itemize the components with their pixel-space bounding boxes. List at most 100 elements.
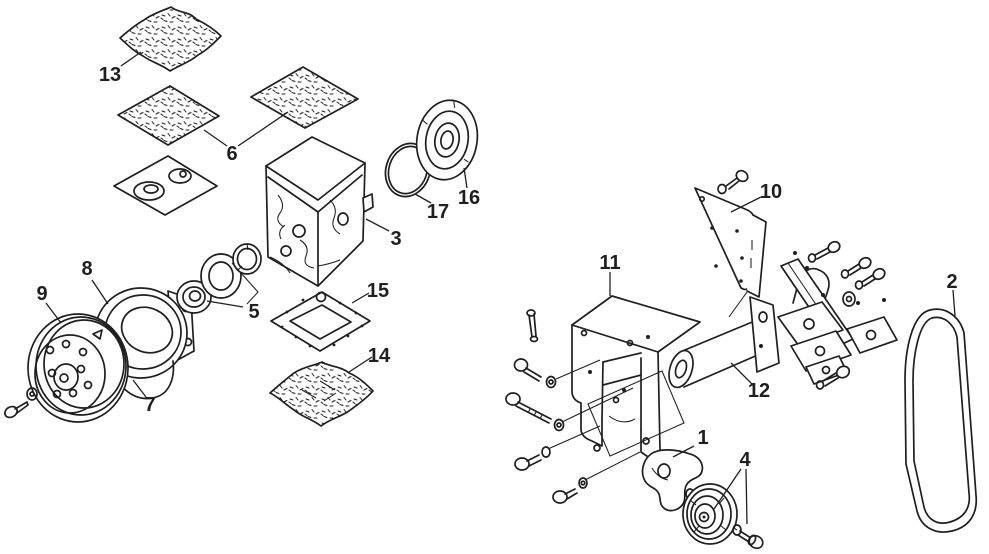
callout-15: 15 [367,280,389,302]
head-plate [113,155,218,216]
pulley-hole-5 [76,364,86,374]
body-mount-ear [362,193,374,213]
bracket10-bolt [717,169,749,195]
head-bore-large [133,181,165,201]
leader-6b [237,111,289,147]
pulley-hole-8 [83,380,93,390]
bracket11-left-face [571,324,603,447]
gasket-upper [117,85,220,146]
part-3-compressor-body [265,136,374,287]
frame-inner [289,304,352,340]
callout-7: 7 [144,394,155,416]
bracket10-face [694,187,756,291]
head-bore-small-inner [179,170,187,178]
leader-1 [672,445,695,458]
head-bore-large-inner [143,184,159,194]
body-port-1 [292,224,306,238]
tube-top-line [679,319,758,353]
bracket11-dot-2 [622,388,626,392]
align-diamond [587,370,685,457]
callout-3: 3 [390,228,401,250]
part-12-spacer-tube [668,296,780,389]
idler-bracket-hole-1 [657,463,671,479]
bracket11-cut-edge-1 [602,374,642,386]
loose-washer [842,291,856,307]
part-16-clutch-coil [415,99,479,181]
leader-8 [91,279,109,305]
leader-7 [132,379,147,398]
body-casting-line-3 [329,199,341,235]
idler-bracket-detail [651,467,669,481]
part-9-clutch-pulley [27,313,129,423]
ring1-bore [188,290,202,302]
washer-outer [26,387,38,401]
tube-end-dot [759,344,763,348]
housing-bore [120,306,174,354]
cover-plate [119,6,222,72]
align-line-1 [561,387,634,423]
bolt-a [513,358,557,389]
bracket10-fold-dashes [750,240,753,268]
bracket-fasteners [505,309,685,504]
coil-tab-3 [463,158,469,163]
leader-3 [365,218,390,232]
head-bore-small [168,168,192,184]
bracket10-hole [698,195,706,203]
tube-bottom-line [683,353,761,388]
coil-tab-2 [422,120,428,125]
mid-plate-hole [803,318,815,330]
tube-left-bore [674,359,688,379]
loose-washer-inner [845,295,853,303]
bracket11-dot-3 [646,335,650,339]
o-ring-inner [387,145,429,195]
ring2-bore [208,261,234,291]
body-skirt-2 [317,259,341,267]
pulley4-bolt [732,524,764,550]
low-plate [790,330,852,372]
pulley-hole-6 [52,389,62,399]
body-casting-line-1 [277,194,285,228]
callout-9: 9 [36,283,47,305]
callout-5: 5 [248,301,259,323]
ring3-bore [236,247,258,271]
idler-bracket-body [641,449,704,512]
coil-mid [424,110,470,170]
frame-rivet-dots [280,298,364,348]
leader-15 [351,292,370,304]
ring3-notch [237,243,249,271]
gasket-right [250,66,359,129]
body-top-face [265,136,366,201]
align-line-2 [555,359,601,380]
callout-labels: 13 6 3 17 16 8 9 5 7 15 14 11 10 12 1 4 … [36,64,957,471]
body-skirt-1 [269,256,291,274]
part-10-gusset-bracket [694,169,767,318]
bracket11-top-plate [571,295,701,353]
pulley4-bolt-head [748,534,764,550]
pulley-hole-1 [45,345,55,355]
bracket11-dot-1 [588,370,592,374]
callout-11: 11 [599,252,620,274]
callout-10: 10 [760,181,782,203]
bolt10-washer [717,183,727,195]
coil-tab-1 [453,101,456,108]
right-plate [846,316,898,354]
leader-10 [730,196,762,213]
leader-6a [203,129,228,147]
leader-lines [45,51,956,525]
low-plate-hole [814,345,826,357]
callout-6: 6 [226,143,237,165]
body-casting-line-2 [299,239,315,269]
bolt-b-long [505,392,565,432]
ring1-mid [182,286,206,308]
leader-5 [206,300,244,308]
pulley4-face [694,503,716,529]
leader-4b [745,468,748,525]
tube-left-cap [668,349,694,389]
ring2-outer [200,253,242,299]
pulley-center [59,373,69,383]
part-2-drive-belt [904,308,978,533]
bracket10-align-line [728,291,748,318]
bolt-ne-1 [807,240,841,263]
